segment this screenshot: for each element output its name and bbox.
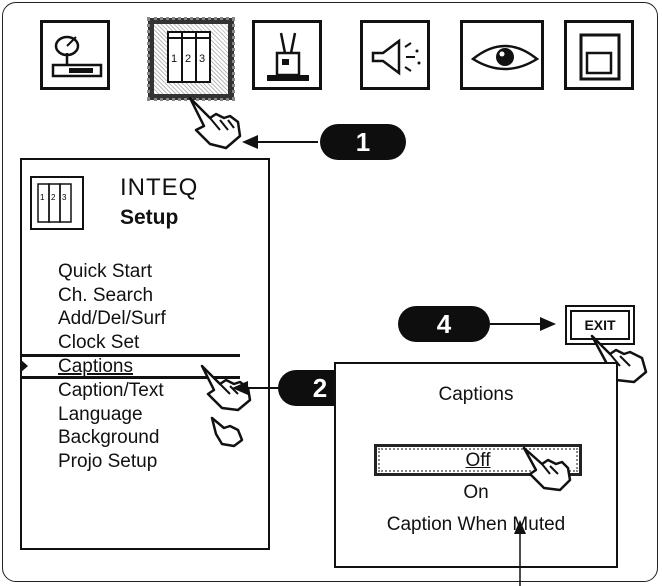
menu-item-captions-label: Captions xyxy=(58,356,133,377)
selection-caret-icon xyxy=(20,359,28,373)
menu-item-background[interactable]: Background xyxy=(58,427,160,448)
menu-item-caption-text[interactable]: Caption/Text xyxy=(58,380,164,401)
option-caption-when-muted[interactable]: Caption When Muted xyxy=(386,514,566,535)
option-off[interactable]: Off xyxy=(374,444,582,476)
menu-item-captions[interactable]: Captions xyxy=(20,354,240,379)
tile-picture[interactable] xyxy=(460,20,544,90)
svg-text:3: 3 xyxy=(199,53,205,65)
menu-item-clock-set[interactable]: Clock Set xyxy=(58,331,140,353)
speaker-icon xyxy=(371,38,421,76)
pointing-hand-icon xyxy=(200,364,252,412)
arrow-to-exit xyxy=(490,317,556,331)
eye-icon xyxy=(470,44,540,71)
menu-item-quick-start[interactable]: Quick Start xyxy=(58,261,152,282)
svg-text:2: 2 xyxy=(185,53,191,65)
setup-menu-icon: 1 2 3 xyxy=(30,176,84,230)
svg-text:3: 3 xyxy=(62,193,67,202)
step-badge-4: 4 xyxy=(398,306,490,342)
arrow-up-to-muted xyxy=(514,520,526,586)
tile-satellite[interactable] xyxy=(40,20,110,90)
svg-text:2: 2 xyxy=(51,193,56,202)
arrow-to-setup xyxy=(242,135,318,149)
pointing-hand-icon xyxy=(522,446,572,492)
tile-audio[interactable] xyxy=(360,20,430,90)
menu-title: Setup xyxy=(120,206,179,229)
setup-menu-list: Quick Start Ch. Search Add/Del/Surf Cloc… xyxy=(20,260,240,473)
setup-menu: 1 2 3 INTEQ Setup Quick Start Ch. Search… xyxy=(20,158,270,550)
tile-exit[interactable] xyxy=(564,20,634,90)
captions-panel: Captions Off On Caption When Muted xyxy=(334,362,618,568)
menu-item-add-del-surf[interactable]: Add/Del/Surf xyxy=(58,308,166,329)
brand-logo: INTEQ xyxy=(120,174,199,201)
step-badge-1: 1 xyxy=(320,124,406,160)
captions-panel-title: Captions xyxy=(438,384,514,405)
exit-button[interactable]: EXIT xyxy=(565,305,635,345)
rabbit-ears-antenna-icon xyxy=(267,32,309,81)
setup-binders-icon: 1 2 3 xyxy=(167,31,211,83)
tile-setup[interactable]: 1 2 3 xyxy=(147,17,235,101)
menu-item-ch-search[interactable]: Ch. Search xyxy=(58,284,154,306)
setup-binders-icon: 1 2 3 xyxy=(37,183,72,223)
menu-item-language[interactable]: Language xyxy=(58,403,143,425)
satellite-dish-icon xyxy=(51,35,103,78)
pointing-hand-icon xyxy=(210,416,244,448)
option-on[interactable]: On xyxy=(463,482,489,503)
svg-text:1: 1 xyxy=(171,53,177,65)
exit-door-icon xyxy=(579,33,621,81)
pointing-hand-icon xyxy=(188,96,242,150)
menu-item-projo-setup[interactable]: Projo Setup xyxy=(58,450,158,472)
tile-antenna[interactable] xyxy=(252,20,322,90)
svg-text:1: 1 xyxy=(40,193,45,202)
